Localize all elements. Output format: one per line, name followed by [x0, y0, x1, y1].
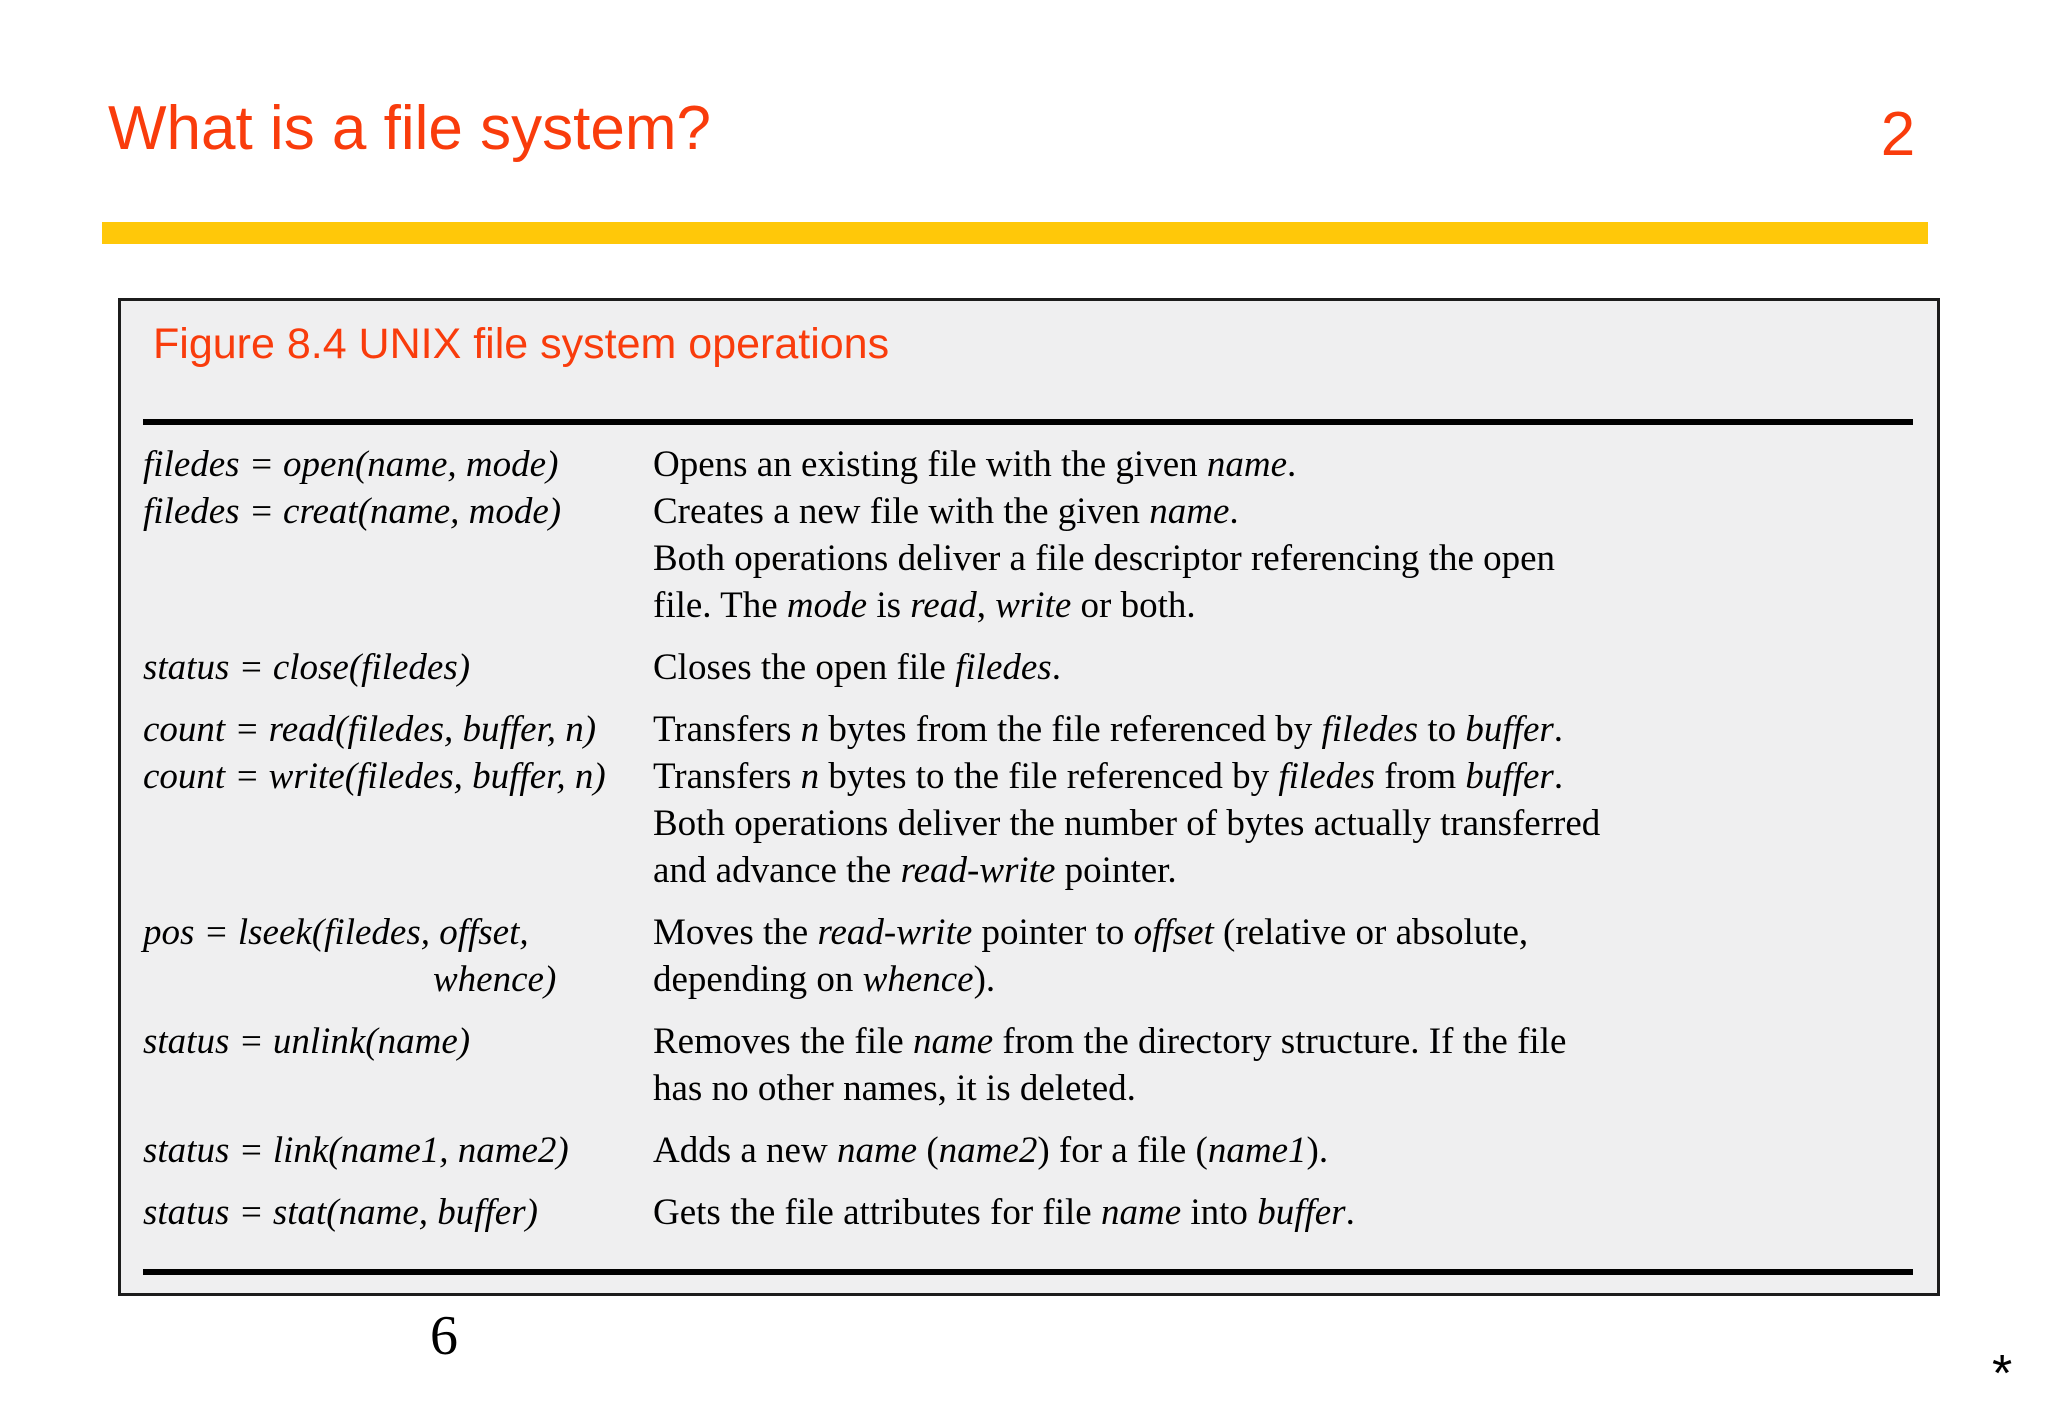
code-term: buffer — [1465, 756, 1554, 797]
code-term: name — [1149, 491, 1230, 532]
table-row-spacer — [143, 629, 1923, 644]
code-term: whence — [862, 959, 974, 1000]
spacer-cell — [643, 1174, 1923, 1189]
spacer-cell — [643, 894, 1923, 909]
table-row: filedes = open(name, mode) filedes = crea… — [143, 441, 1923, 629]
signature-line: status = close(filedes) — [143, 647, 471, 688]
title-underline-bar — [102, 222, 1928, 244]
operation-description-cell: Opens an existing file with the given na… — [643, 441, 1923, 629]
operation-signature-cell: pos = lseek(filedes, offset, whence) — [143, 909, 643, 1003]
table-row: status = link(name1, name2) Adds a new na… — [143, 1127, 1923, 1174]
description-line: Moves the read-write pointer to offset (… — [653, 912, 1529, 953]
table-row: count = read(filedes, buffer, n) count = … — [143, 706, 1923, 894]
description-line: Both operations deliver the number of by… — [653, 803, 1601, 844]
description-line: Closes the open file filedes. — [653, 647, 1061, 688]
code-term: offset — [1133, 912, 1214, 953]
code-term: filedes — [955, 647, 1052, 688]
operation-signature-cell: status = link(name1, name2) — [143, 1127, 643, 1174]
spacer-cell — [143, 894, 643, 909]
spacer-cell — [643, 1112, 1923, 1127]
spacer-cell — [143, 629, 643, 644]
operation-signature-cell: status = close(filedes) — [143, 644, 643, 691]
code-term: name2 — [938, 1130, 1038, 1171]
code-term: mode — [786, 585, 868, 626]
table-row: status = close(filedes) Closes the open f… — [143, 644, 1923, 691]
code-term: n — [800, 709, 820, 750]
figure-caption: Figure 8.4 UNIX file system operations — [153, 320, 890, 368]
code-term: read — [817, 912, 884, 953]
spacer-cell — [643, 1003, 1923, 1018]
spacer-cell — [643, 691, 1923, 706]
table-row: pos = lseek(filedes, offset, whence) Moves… — [143, 909, 1923, 1003]
signature-line: count = write(filedes, buffer, n) — [143, 756, 606, 797]
operation-signature-cell: status = stat(name, buffer) — [143, 1189, 643, 1236]
table-bottom-rule — [143, 1269, 1913, 1275]
table-row-spacer — [143, 1112, 1923, 1127]
spacer-cell — [143, 691, 643, 706]
operation-description-cell: Gets the file attributes for file name i… — [643, 1189, 1923, 1236]
footer-page-number: 6 — [430, 1305, 458, 1367]
description-line: Creates a new file with the given name. — [653, 491, 1239, 532]
signature-line: filedes = open(name, mode) — [143, 444, 559, 485]
code-term: name1 — [1207, 1130, 1307, 1171]
code-term: buffer — [1257, 1192, 1346, 1233]
spacer-cell — [643, 629, 1923, 644]
figure-panel: Figure 8.4 UNIX file system operations f… — [118, 298, 1940, 1296]
code-term: read — [900, 850, 968, 891]
operation-signature-cell: filedes = open(name, mode) filedes = crea… — [143, 441, 643, 629]
description-line: and advance the read-write pointer. — [653, 850, 1177, 891]
description-line: Transfers n bytes to the file referenced… — [653, 756, 1564, 797]
operation-signature-cell: status = unlink(name) — [143, 1018, 643, 1112]
operation-description-cell: Transfers n bytes from the file referenc… — [643, 706, 1923, 894]
table-top-rule — [143, 419, 1913, 425]
description-line: file. The mode is read, write or both. — [653, 585, 1196, 626]
table-row-spacer — [143, 894, 1923, 909]
table-body: filedes = open(name, mode) filedes = crea… — [143, 441, 1923, 1236]
code-term: name — [1100, 1192, 1182, 1233]
code-term: n — [800, 756, 820, 797]
description-line: Removes the file name from the directory… — [653, 1021, 1567, 1062]
code-term: name — [836, 1130, 918, 1171]
signature-line: pos = lseek(filedes, offset, — [143, 912, 529, 953]
description-line: has no other names, it is deleted. — [653, 1068, 1136, 1109]
table-row-spacer — [143, 1174, 1923, 1189]
code-term: write — [896, 912, 973, 953]
signature-line: count = read(filedes, buffer, n) — [143, 709, 597, 750]
table-row-spacer — [143, 691, 1923, 706]
operation-description-cell: Closes the open file filedes. — [643, 644, 1923, 691]
description-line: Gets the file attributes for file name i… — [653, 1192, 1355, 1233]
signature-line: status = stat(name, buffer) — [143, 1192, 538, 1233]
signature-line: status = unlink(name) — [143, 1021, 471, 1062]
table-row: status = stat(name, buffer) Gets the file… — [143, 1189, 1923, 1236]
code-term: name — [912, 1021, 994, 1062]
code-term: write — [979, 850, 1056, 891]
page-title: What is a file system? — [108, 94, 711, 163]
signature-line: filedes = creat(name, mode) — [143, 491, 562, 532]
operation-description-cell: Adds a new name (name2) for a file (name… — [643, 1127, 1923, 1174]
signature-line: whence) — [433, 959, 557, 1000]
code-term: name — [1206, 444, 1288, 485]
operation-signature-cell: count = read(filedes, buffer, n) count = … — [143, 706, 643, 894]
code-term: filedes — [1321, 709, 1419, 750]
description-line: Transfers n bytes from the file referenc… — [653, 709, 1564, 750]
code-term: buffer — [1465, 709, 1554, 750]
asterisk-icon: * — [1992, 1345, 2013, 1403]
description-line: Adds a new name (name2) for a file (name… — [653, 1130, 1329, 1171]
operation-description-cell: Moves the read-write pointer to offset (… — [643, 909, 1923, 1003]
code-term: filedes — [1278, 756, 1375, 797]
table-row-spacer — [143, 1003, 1923, 1018]
spacer-cell — [143, 1112, 643, 1127]
file-operations-table: filedes = open(name, mode) filedes = crea… — [143, 441, 1923, 1236]
code-term: write — [995, 585, 1072, 626]
description-line: depending on whence). — [653, 959, 996, 1000]
spacer-cell — [143, 1003, 643, 1018]
code-term: read — [910, 585, 977, 626]
signature-line: status = link(name1, name2) — [143, 1130, 569, 1171]
operation-description-cell: Removes the file name from the directory… — [643, 1018, 1923, 1112]
slide-number: 2 — [1880, 100, 1916, 169]
table-row: status = unlink(name) Removes the file na… — [143, 1018, 1923, 1112]
spacer-cell — [143, 1174, 643, 1189]
description-line: Opens an existing file with the given na… — [653, 444, 1297, 485]
description-line: Both operations deliver a file descripto… — [653, 538, 1556, 579]
